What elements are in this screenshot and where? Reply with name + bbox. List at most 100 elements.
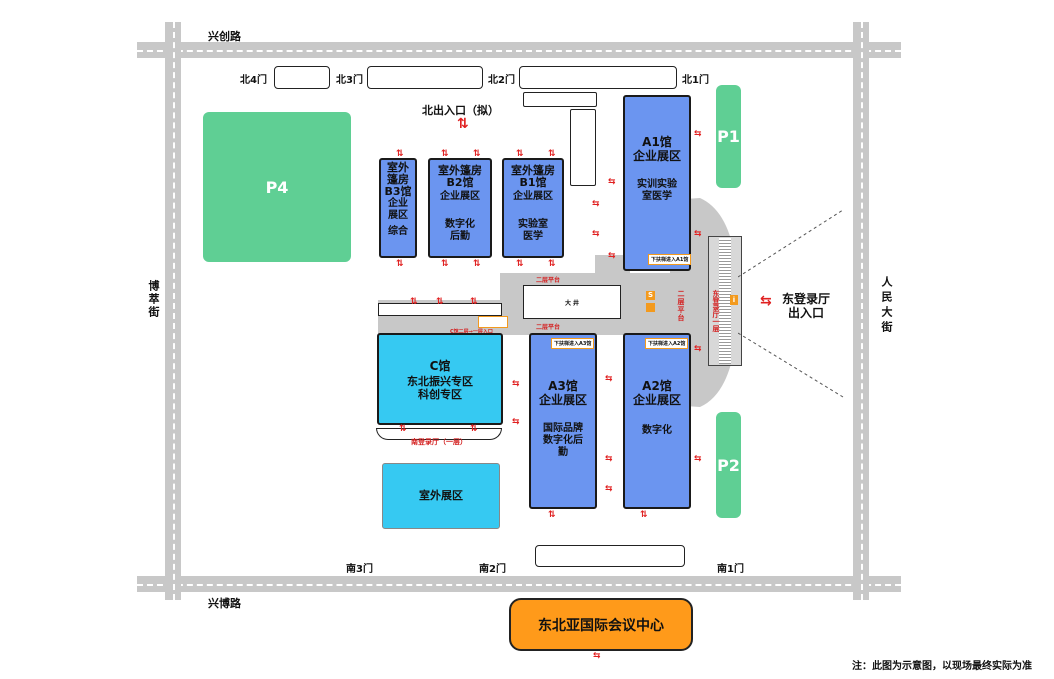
hall-b1-sub: 实验室医学 <box>518 219 548 242</box>
north-side-building <box>570 109 596 186</box>
north-entrance-arrow-icon: ⇅ <box>457 116 469 132</box>
arrow-b1-side-icon: ⇆ <box>592 199 600 209</box>
arrow-b1-top2-icon: ⇅ <box>548 149 556 159</box>
conference-center[interactable]: 东北亚国际会议中心 <box>509 598 693 651</box>
arrow-a1-side-icon: ⇆ <box>608 177 616 187</box>
east-lobby-stairs <box>719 238 731 364</box>
gate-n3-building <box>367 66 483 89</box>
arrow-b1-side2-icon: ⇆ <box>592 229 600 239</box>
arrow-a2-right2-icon: ⇆ <box>694 454 702 464</box>
arrow-b2-top-icon: ⇅ <box>441 149 449 159</box>
west-road <box>165 22 181 600</box>
map-note: 注：此图为示意图，以现场最终实际为准 <box>852 661 1032 672</box>
hall-b2-zone: 企业展区 <box>440 191 480 202</box>
hall-c-name: C馆 <box>429 359 451 373</box>
north-annex-building <box>523 92 597 107</box>
arrow-a1-right-icon: ⇆ <box>694 129 702 139</box>
east-lobby-label: 东登录厅一层 <box>712 290 720 332</box>
arrow-b2-top2-icon: ⇅ <box>473 149 481 159</box>
hall-a2-zone: 企业展区 <box>632 393 681 407</box>
outdoor-area[interactable]: 室外展区 <box>382 463 500 529</box>
west-corridor <box>378 303 502 316</box>
south-road-name: 兴博路 <box>208 597 241 610</box>
arrow-b1-bottom-icon: ⇅ <box>516 259 524 269</box>
hall-b3-sub: 综合 <box>388 226 408 237</box>
east-road-name: 人民大街 <box>880 276 893 336</box>
hall-a2-name: A2馆 <box>642 379 672 393</box>
arrow-c-side2-icon: ⇆ <box>512 417 520 427</box>
gate-s1: 南1门 <box>717 564 744 575</box>
north-road-name: 兴创路 <box>208 30 241 43</box>
arrow-a3-side2-icon: ⇆ <box>605 454 613 464</box>
north-road <box>137 42 901 58</box>
north-entrance-label: 北出入口（拟） <box>422 104 499 117</box>
arrow-b3-top-icon: ⇅ <box>396 149 404 159</box>
parking-p1: P1 <box>716 85 741 188</box>
hall-b3-name: 室外篷房B3馆 <box>384 161 412 198</box>
east-entrance-arrow-icon: ⇆ <box>760 293 772 309</box>
arrow-b1-top-icon: ⇅ <box>516 149 524 159</box>
gate-n4: 北4门 <box>240 75 267 86</box>
hall-a1-name: A1馆 <box>642 135 672 149</box>
arrow-conference-icon: ⇆ <box>593 651 601 661</box>
arrow-a1-side2-icon: ⇆ <box>608 251 616 261</box>
info-icon: i <box>730 295 738 305</box>
escalator-a1-label: 下扶梯进入A1馆 <box>651 257 689 263</box>
gate-n2-building <box>519 66 677 89</box>
escalator-a2-label: 下扶梯进入A2馆 <box>648 341 686 347</box>
outdoor-area-name: 室外展区 <box>419 489 463 502</box>
arrow-west-corridor2-icon: ⇅ <box>436 297 444 307</box>
arrow-c-side-icon: ⇆ <box>512 379 520 389</box>
escalator-a2-tag: 下扶梯进入A2馆 <box>645 338 689 349</box>
arrow-a2-bottom-icon: ⇅ <box>640 510 648 520</box>
south-lobby: 南登录厅（一层） <box>376 428 502 446</box>
hall-a3-zone: 企业展区 <box>538 393 587 407</box>
hall-b1-name: 室外篷房B1馆 <box>511 164 555 189</box>
arrow-a3-bottom-icon: ⇅ <box>548 510 556 520</box>
arrow-b2-bottom2-icon: ⇅ <box>473 259 481 269</box>
hall-c-sub: 科创专区 <box>418 388 462 401</box>
hall-b2[interactable]: 室外篷房B2馆 企业展区 数字化后勤 <box>428 158 492 258</box>
second-floor-top-label: 二层平台 <box>536 277 561 284</box>
hall-b3-zone: 企业展区 <box>388 198 408 221</box>
hall-a2[interactable]: A2馆 企业展区 数字化 <box>623 333 691 509</box>
hall-b1[interactable]: 室外篷房B1馆 企业展区 实验室医学 <box>502 158 564 258</box>
escalator-a1-tag: 下扶梯进入A1馆 <box>648 254 692 265</box>
escalator-c-icon <box>478 316 508 328</box>
hall-a1-sub: 实训实验室医学 <box>637 179 677 202</box>
gate-s3: 南3门 <box>346 564 373 575</box>
escalator-a3-label: 下扶梯进入A3馆 <box>554 341 592 347</box>
east-sightlines <box>738 209 844 398</box>
hall-a2-sub: 数字化 <box>642 425 672 436</box>
arrow-west-corridor-icon: ⇅ <box>410 297 418 307</box>
hall-b3[interactable]: 室外篷房B3馆 企业展区 综合 <box>379 158 417 258</box>
arrow-a3-side3-icon: ⇆ <box>605 484 613 494</box>
gate-s2: 南2门 <box>479 564 506 575</box>
hall-b2-sub: 数字化后勤 <box>445 219 475 242</box>
arrow-a2-right-icon: ⇆ <box>694 344 702 354</box>
gate-n4-building <box>274 66 330 89</box>
parking-p2: P2 <box>716 412 741 518</box>
hall-b2-name: 室外篷房B2馆 <box>438 164 482 189</box>
hall-a1[interactable]: A1馆 企业展区 实训实验室医学 <box>623 95 691 271</box>
elevator-icon <box>646 303 655 312</box>
gate-n3: 北3门 <box>336 75 363 86</box>
arrow-b3-bottom-icon: ⇅ <box>396 259 404 269</box>
arrow-b1-bottom2-icon: ⇅ <box>548 259 556 269</box>
second-floor-vertical-label: 二层平台 <box>677 290 685 322</box>
arrow-c-bottom-icon: ⇅ <box>399 424 407 434</box>
escalator-a3-tag: 下扶梯进入A3馆 <box>551 338 595 349</box>
arrow-c-bottom2-icon: ⇅ <box>470 424 478 434</box>
gate-n1: 北1门 <box>682 75 709 86</box>
hall-a3-name: A3馆 <box>548 379 578 393</box>
hall-a3[interactable]: A3馆 企业展区 国际品牌数字化后勤 <box>529 333 597 509</box>
arrow-a1-right2-icon: ⇆ <box>694 229 702 239</box>
conference-center-label: 东北亚国际会议中心 <box>538 617 664 634</box>
hall-b1-zone: 企业展区 <box>513 191 553 202</box>
south-lobby-label: 南登录厅（一层） <box>411 438 467 446</box>
west-road-name: 博萃街 <box>147 280 160 319</box>
hall-c[interactable]: C馆 东北振兴专区 科创专区 <box>377 333 503 425</box>
c-hall-escalator-note: C馆二层→一层入口 <box>450 329 493 335</box>
second-floor-bottom-label: 二层平台 <box>536 324 561 331</box>
gate-n2: 北2门 <box>488 75 515 86</box>
